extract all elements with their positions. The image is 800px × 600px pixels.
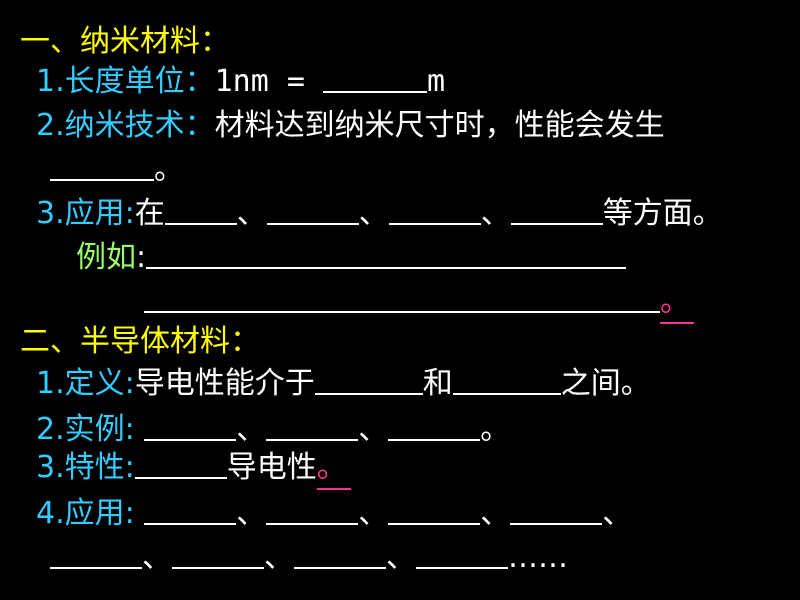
answer-blank[interactable] [134, 449, 227, 479]
answer-blank[interactable] [323, 63, 427, 93]
answer-blank[interactable] [510, 195, 603, 225]
answer-blank[interactable] [50, 151, 154, 181]
answer-blank[interactable] [146, 239, 627, 269]
item-post: 导电性 [226, 450, 317, 485]
answer-blank[interactable] [144, 411, 237, 441]
answer-blank[interactable] [294, 539, 386, 569]
answer-blank[interactable] [172, 539, 264, 569]
item-label: 实例: [64, 412, 135, 447]
item-label: 定义: [64, 366, 135, 401]
answer-blank[interactable] [266, 495, 359, 525]
separator: 、 [386, 540, 416, 575]
item1-definition: 1.定义:导电性能介于 和 之间。 [36, 364, 651, 404]
item-label: 长度单位： [64, 64, 215, 99]
separator: 、 [602, 496, 633, 531]
unit-text: m [427, 64, 446, 99]
period: 。 [480, 412, 511, 447]
item-number: 3. [36, 450, 65, 485]
answer-blank[interactable] [388, 195, 481, 225]
item-label: 应用: [64, 496, 135, 531]
item1-length-unit: 1.长度单位：1nm = m [36, 62, 445, 102]
example-label: 例如 [76, 240, 136, 275]
item-text: 1nm = [214, 64, 323, 99]
accent-period: 。 [660, 282, 694, 324]
item-post: 等方面。 [602, 196, 723, 231]
answer-blank[interactable] [388, 495, 481, 525]
period: 。 [154, 152, 184, 187]
item-number: 2. [36, 412, 65, 447]
separator: 、 [236, 496, 267, 531]
separator: 、 [480, 196, 511, 231]
item-label: 特性: [64, 450, 135, 485]
separator: 、 [358, 412, 389, 447]
separator: 、 [236, 196, 267, 231]
answer-blank[interactable] [266, 195, 359, 225]
answer-blank[interactable] [266, 411, 359, 441]
answer-blank[interactable] [144, 495, 237, 525]
item3-application: 3.应用:在 、 、 、 等方面。 [36, 194, 723, 234]
item2-examples: 2.实例: 、 、 。 [36, 410, 510, 450]
answer-blank[interactable] [144, 283, 660, 313]
accent-period: 。 [316, 448, 351, 490]
item2-nano-tech: 2.纳米技术：材料达到纳米尺寸时，性能会发生 [36, 106, 665, 146]
item-label: 纳米技术： [64, 108, 215, 143]
separator: 、 [358, 496, 389, 531]
separator: 、 [480, 496, 511, 531]
item2-continuation: 。 [50, 150, 184, 190]
item-pre: 导电性能介于 [134, 366, 315, 401]
item-text: 材料达到纳米尺寸时，性能会发生 [214, 108, 665, 143]
answer-blank[interactable] [164, 195, 237, 225]
example-colon: : [136, 240, 147, 275]
section2-title: 二、半导体材料： [20, 324, 260, 359]
item-number: 2. [36, 108, 65, 143]
separator: 、 [142, 540, 172, 575]
example-continuation: 。 [144, 282, 694, 324]
item3-properties: 3.特性: 导电性。 [36, 448, 351, 490]
item-number: 1. [36, 64, 65, 99]
item4-continuation: 、 、 、 …… [50, 538, 568, 578]
item-number: 1. [36, 366, 65, 401]
example-line: 例如: [76, 238, 627, 278]
item-number: 3. [36, 196, 65, 231]
separator: 、 [358, 196, 389, 231]
section1-title: 一、纳米材料： [20, 24, 230, 59]
separator: 、 [236, 412, 267, 447]
separator: 、 [264, 540, 294, 575]
answer-blank[interactable] [416, 539, 508, 569]
answer-blank[interactable] [510, 495, 603, 525]
item4-application: 4.应用: 、 、 、 、 [36, 494, 632, 534]
answer-blank[interactable] [50, 539, 142, 569]
item-pre: 在 [134, 196, 165, 231]
item-number: 4. [36, 496, 65, 531]
answer-blank[interactable] [452, 365, 561, 395]
answer-blank[interactable] [388, 411, 481, 441]
answer-blank[interactable] [314, 365, 423, 395]
item-post: 之间。 [560, 366, 651, 401]
ellipsis: …… [508, 540, 568, 575]
item-mid: 和 [422, 366, 453, 401]
item-label: 应用: [64, 196, 135, 231]
